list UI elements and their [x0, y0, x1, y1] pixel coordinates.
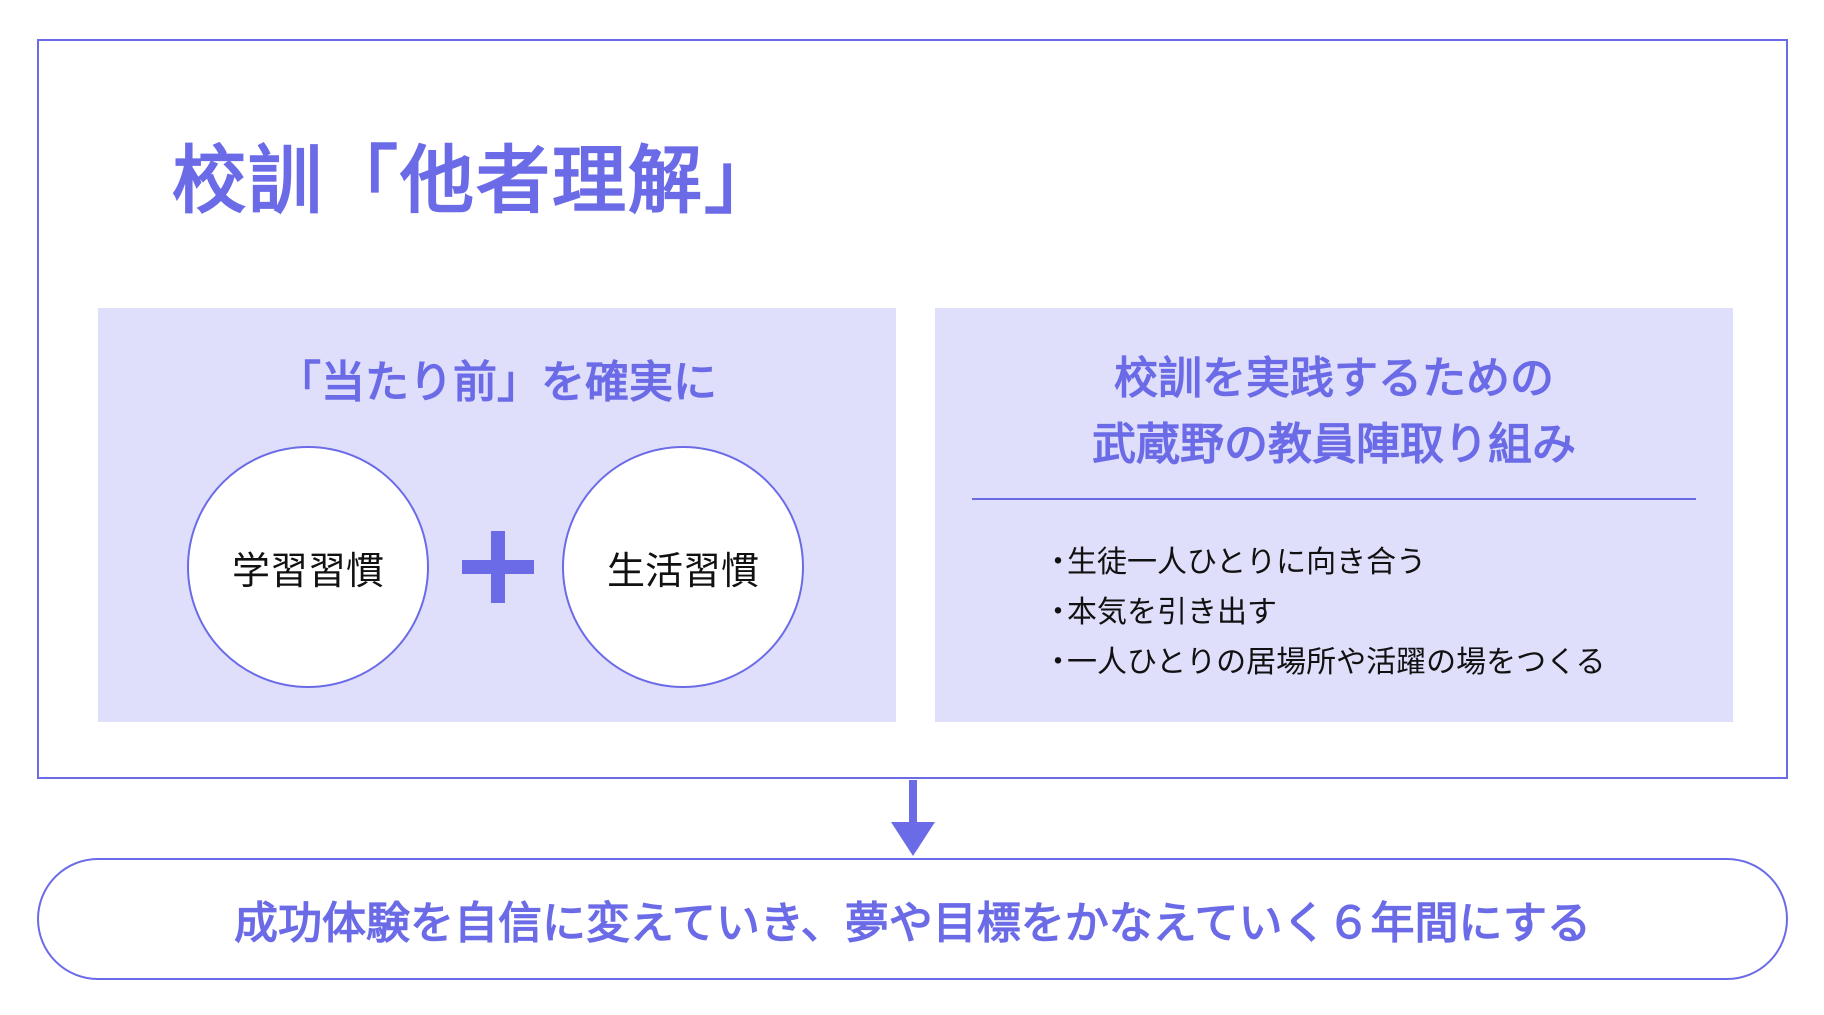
divider: [972, 498, 1696, 500]
list-item-text: 生徒一人ひとりに向き合う: [1067, 545, 1427, 580]
list-item-text: 一人ひとりの居場所や活躍の場をつくる: [1067, 645, 1606, 680]
list-item: ・本気を引き出す: [1043, 588, 1606, 638]
arrow-down-icon: [891, 780, 935, 856]
efforts-heading: 校訓を実践するための 武蔵野の教員陣取り組み: [935, 346, 1733, 478]
plus-icon: [462, 531, 534, 603]
bullet-mark: ・: [1043, 645, 1073, 680]
motto-frame: 校訓「他者理解」 「当たり前」を確実に 学習習慣 生活習慣 校訓を実践するための…: [37, 39, 1788, 779]
result-text: 成功体験を自信に変えていき、夢や目標をかなえていく６年間にする: [234, 898, 1591, 949]
list-item-text: 本気を引き出す: [1067, 595, 1277, 630]
habits-heading: 「当たり前」を確実に: [277, 357, 717, 408]
result-banner: 成功体験を自信に変えていき、夢や目標をかなえていく６年間にする: [37, 858, 1788, 980]
efforts-list: ・生徒一人ひとりに向き合う ・本気を引き出す ・一人ひとりの居場所や活躍の場をつ…: [1043, 538, 1606, 688]
study-habit-circle: 学習習慣: [187, 446, 429, 688]
habits-panel: 「当たり前」を確実に 学習習慣 生活習慣: [98, 308, 896, 722]
efforts-panel: 校訓を実践するための 武蔵野の教員陣取り組み ・生徒一人ひとりに向き合う ・本気…: [935, 308, 1733, 722]
bullet-mark: ・: [1043, 545, 1073, 580]
bullet-mark: ・: [1043, 595, 1073, 630]
life-habit-circle: 生活習慣: [562, 446, 804, 688]
efforts-heading-line1: 校訓を実践するための: [1114, 353, 1554, 404]
page-title: 校訓「他者理解」: [172, 138, 780, 224]
efforts-heading-line2: 武蔵野の教員陣取り組み: [1092, 419, 1576, 470]
list-item: ・一人ひとりの居場所や活躍の場をつくる: [1043, 638, 1606, 688]
list-item: ・生徒一人ひとりに向き合う: [1043, 538, 1606, 588]
